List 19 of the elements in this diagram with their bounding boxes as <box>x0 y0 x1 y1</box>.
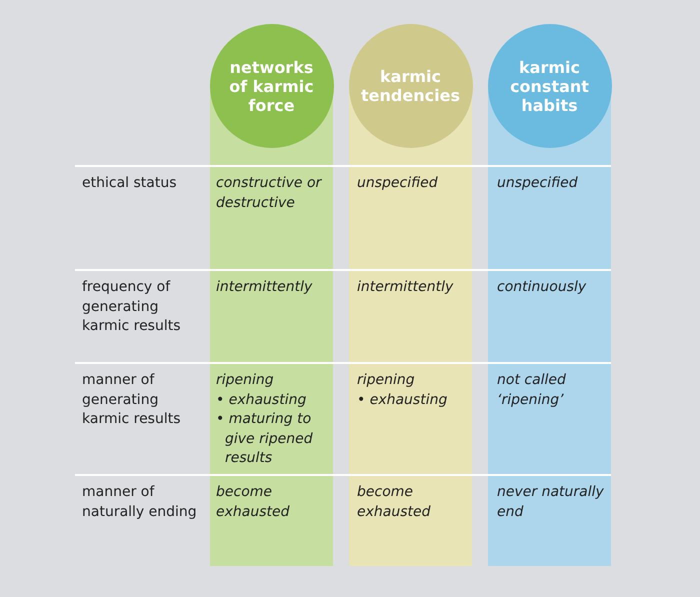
table-cell-text: never naturally end <box>497 483 605 522</box>
table-cell-text: become exhausted <box>357 483 432 522</box>
row-header: ethical status <box>82 174 178 193</box>
header-circle: karmic constant habits <box>488 24 612 148</box>
table-cell-text: intermittently <box>357 278 454 297</box>
table-cell-text: become exhausted <box>216 483 291 522</box>
row-header: manner of generating karmic results <box>82 371 182 429</box>
table-cell-text: not called ‘ripening’ <box>497 371 567 410</box>
row-header: manner of naturally ending <box>82 483 198 522</box>
row-header: frequency of generating karmic results <box>82 278 182 336</box>
table-cell-text: intermittently <box>216 278 314 297</box>
table-cell-text: continuously <box>497 278 588 297</box>
table-cell-text: ripening • exhausting <box>357 371 448 410</box>
table-cell-text: constructive or destructive <box>216 174 323 212</box>
table-cell-text: unspecified <box>497 174 579 193</box>
table-cell-text: ripening • exhausting • maturing to give ripened results <box>216 371 314 468</box>
header-circle: karmic tendencies <box>348 24 472 148</box>
header-circle: networks of karmic force <box>210 24 334 148</box>
table-cell-text: unspecified <box>357 174 439 193</box>
